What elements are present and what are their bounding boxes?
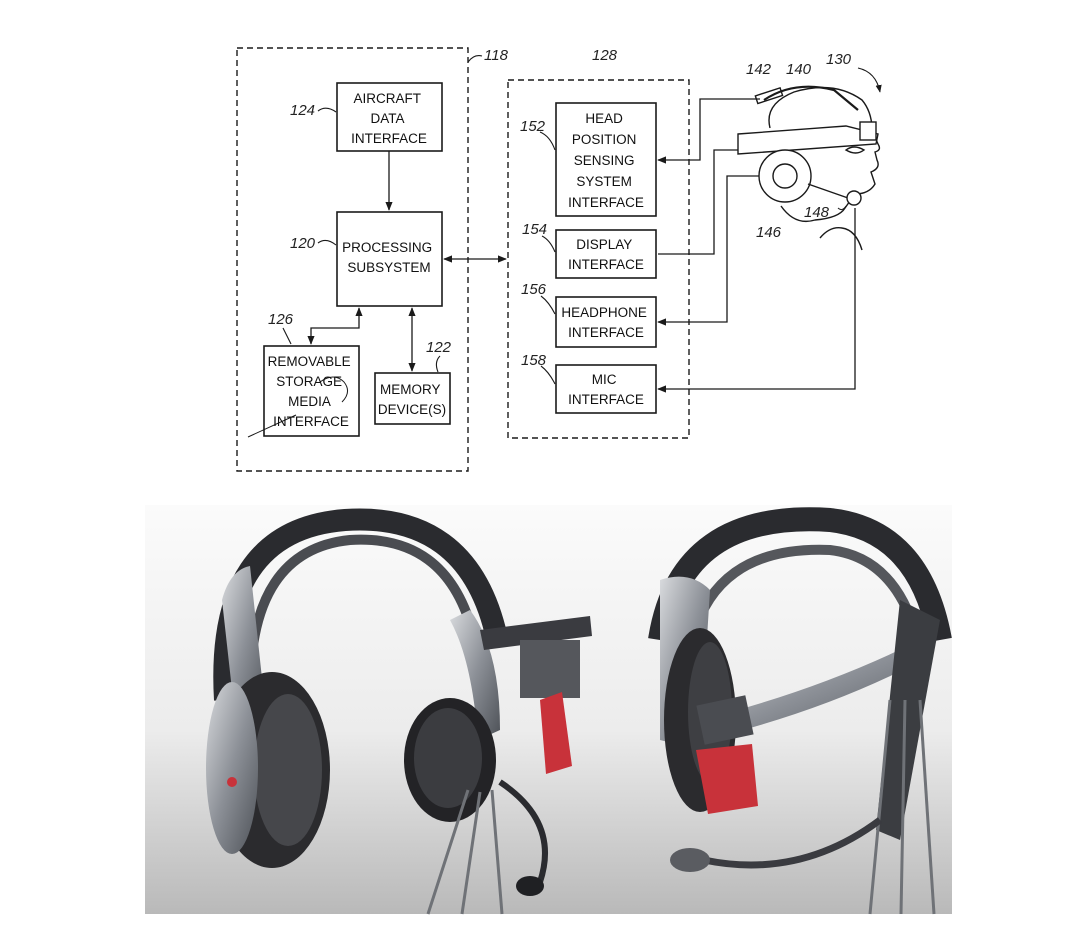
- earcup-inner: [772, 163, 798, 189]
- right-mic-boom: [703, 817, 883, 869]
- memory-device-box: [374, 372, 451, 425]
- left-mic-head: [516, 876, 544, 896]
- eye: [844, 146, 866, 154]
- right-headband-inner: [685, 544, 925, 652]
- ref-122: 122: [426, 339, 452, 356]
- head-drawing: [737, 85, 881, 251]
- group-box-128: [507, 79, 690, 439]
- ref-142: 142: [746, 61, 772, 78]
- ref-130: 130: [826, 51, 852, 68]
- mic-boom: [807, 183, 849, 199]
- head-position-box: [555, 102, 657, 217]
- earcup-146: [758, 149, 812, 203]
- mic-148: [846, 190, 862, 206]
- line-display: [658, 149, 740, 255]
- leader-154: [541, 235, 556, 253]
- left-headset: [206, 508, 592, 915]
- line-head-sensor: [657, 98, 760, 164]
- left-ear-cushion-highlight: [254, 694, 322, 846]
- right-red-display: [696, 744, 758, 814]
- right-mic-head: [670, 848, 710, 872]
- right-visor-boom: [700, 640, 930, 740]
- right-cable-1: [868, 699, 892, 915]
- ref-158: 158: [521, 352, 547, 369]
- ref-120: 120: [290, 235, 316, 252]
- mic-leader: [837, 205, 847, 211]
- ref-146: 146: [756, 224, 782, 241]
- left-display-boom: [480, 616, 592, 650]
- ref-124: 124: [290, 102, 315, 119]
- right-cable-2: [899, 699, 907, 915]
- headband: [763, 85, 859, 111]
- visor: [737, 125, 879, 155]
- left-mic-boom: [498, 779, 548, 883]
- left-red-dot: [227, 777, 237, 787]
- head-position-label: HEAD POSITION SENSING SYSTEM INTERFACE: [568, 111, 644, 210]
- block-diagram: [236, 47, 882, 472]
- line-headphone: [657, 175, 760, 326]
- removable-storage-box: [263, 345, 360, 437]
- leader-152: [539, 131, 556, 151]
- processing-subsystem-box: [336, 211, 443, 307]
- leader-storage-squiggle: [319, 376, 348, 403]
- block-labels: AIRCRAFT DATA INTERFACE PROCESSING SUBSY…: [268, 91, 650, 429]
- ref-152: 152: [520, 118, 546, 135]
- leader-126: [282, 327, 292, 345]
- right-display-housing: [696, 695, 754, 745]
- leader-120: [317, 239, 337, 246]
- ref-128: 128: [592, 47, 618, 64]
- leader-122: [435, 355, 441, 373]
- right-cable-3: [918, 699, 936, 915]
- ref-118: 118: [484, 47, 509, 64]
- leader-158: [540, 365, 556, 385]
- head-sensor-142: [754, 86, 784, 105]
- right-headset: [648, 507, 952, 915]
- left-earcup-shell: [206, 682, 258, 854]
- line-mic: [657, 208, 856, 393]
- aircraft-label: AIRCRAFT DATA INTERFACE: [351, 91, 427, 146]
- memory-label: MEMORY DEVICE(S): [378, 382, 446, 417]
- mic-label: MIC INTERFACE: [568, 372, 644, 407]
- ref-156: 156: [521, 281, 547, 298]
- left-cable-1: [426, 789, 470, 915]
- processing-label: PROCESSING SUBSYSTEM: [342, 240, 436, 275]
- headphone-label: HEADPHONE INTERFACE: [561, 305, 650, 340]
- left-rear-arm: [450, 610, 500, 740]
- leader-118: [467, 55, 483, 63]
- headphone-interface-box: [555, 296, 657, 348]
- left-headband-inner: [245, 534, 477, 691]
- ref-154: 154: [522, 221, 547, 238]
- arrow-processing-removable: [307, 307, 363, 345]
- ref-148: 148: [804, 204, 830, 221]
- head-chin: [819, 227, 863, 251]
- leader-124: [317, 107, 337, 113]
- reference-numerals: 118 128 124 120 126 122 152 154 156 158 …: [268, 47, 852, 369]
- right-rear-frame: [876, 600, 940, 840]
- removable-label: REMOVABLE STORAGE MEDIA INTERFACE: [268, 354, 355, 429]
- headset-photo: [145, 505, 952, 915]
- left-display-housing: [520, 640, 580, 698]
- left-cable-2: [460, 791, 482, 915]
- mic-interface-box: [555, 364, 657, 414]
- ref-126: 126: [268, 311, 294, 328]
- leader-156: [540, 295, 556, 315]
- ref-140: 140: [786, 61, 812, 78]
- left-cable-3: [490, 789, 504, 915]
- display-label: DISPLAY INTERFACE: [568, 237, 644, 272]
- left-rear-cushion-face: [414, 708, 482, 808]
- left-red-display: [540, 692, 572, 774]
- eyepiece: [859, 121, 877, 141]
- leader-cable: [247, 414, 297, 438]
- display-interface-box: [555, 229, 657, 279]
- leader-130: [857, 67, 882, 93]
